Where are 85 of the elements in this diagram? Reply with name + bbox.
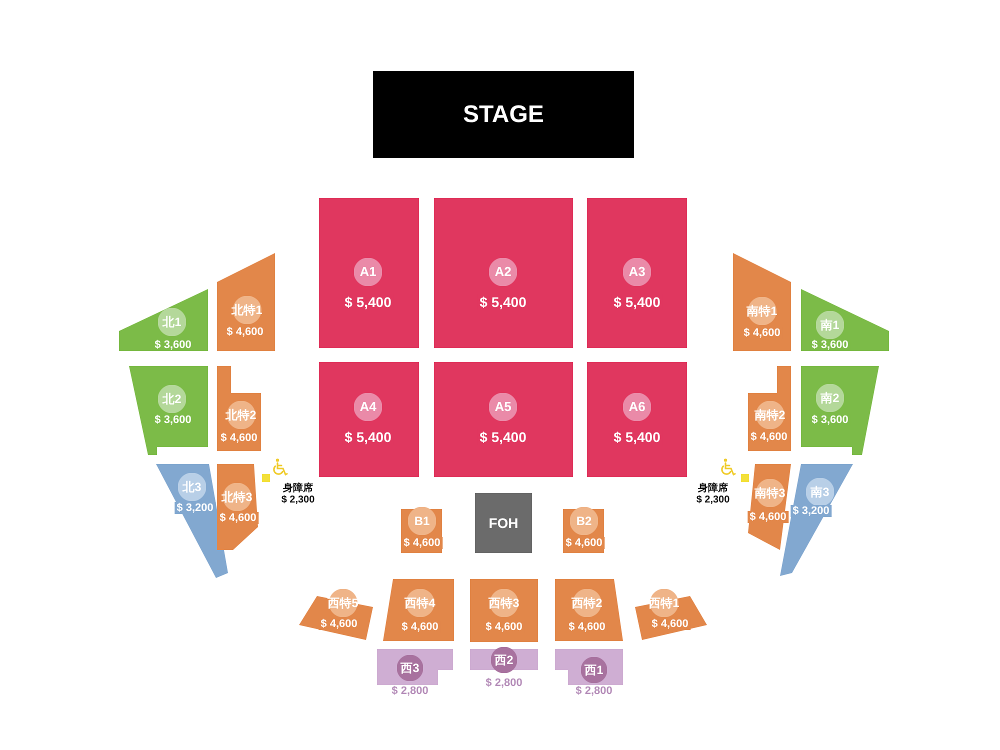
section-label: 西特5	[328, 589, 358, 617]
sound-desk-area	[475, 493, 532, 553]
stage-label: STAGE	[463, 100, 544, 128]
stage-block	[373, 71, 634, 158]
seating-section	[434, 198, 573, 348]
seating-section	[119, 289, 208, 351]
section-label: 南特1	[746, 297, 778, 325]
price-label: $ 4,600	[224, 326, 266, 338]
seating-section	[801, 366, 879, 455]
section-label: 北1	[158, 308, 186, 336]
seating-section	[470, 579, 538, 642]
price-label: $ 4,600	[564, 537, 604, 549]
price-label: $ 3,200	[790, 505, 832, 517]
seating-section	[748, 464, 791, 550]
section-label: 西1	[581, 657, 607, 683]
section-label: 西2	[491, 647, 517, 673]
section-label: 北特2	[226, 401, 256, 429]
price-label: $ 5,400	[478, 429, 528, 445]
section-label: A5	[489, 393, 517, 421]
price-label: $ 2,300	[281, 494, 315, 506]
seating-section	[401, 509, 442, 553]
price-label: $ 4,600	[748, 511, 788, 523]
seating-section	[217, 464, 258, 550]
price-label: $ 5,400	[612, 294, 662, 310]
seat-type-label: 身障席	[283, 481, 313, 495]
section-label: 南特2	[754, 401, 786, 429]
section-label: A1	[354, 258, 382, 286]
price-label: $ 2,300	[696, 494, 730, 506]
section-label: A3	[623, 258, 651, 286]
price-label: $ 4,600	[218, 432, 260, 444]
section-label: B2	[570, 507, 598, 535]
price-label: $ 4,600	[748, 431, 790, 443]
price-label: $ 5,400	[612, 429, 662, 445]
price-label: $ 2,800	[576, 685, 612, 697]
price-label: $ 3,600	[152, 339, 194, 351]
section-label: 西特4	[404, 589, 436, 617]
section-label: A2	[489, 258, 517, 286]
section-label: 北2	[158, 385, 186, 413]
price-label: $ 4,600	[566, 621, 608, 633]
section-label: 南2	[816, 384, 844, 412]
seating-section	[801, 289, 889, 351]
section-label: 北特3	[222, 483, 252, 511]
section-label: 北3	[178, 473, 206, 501]
seating-section	[319, 362, 419, 477]
section-label: 南特3	[754, 479, 786, 507]
price-label: $ 4,600	[742, 327, 782, 339]
section-label: 南1	[816, 311, 844, 339]
seat-type-label: 身障席	[698, 481, 728, 495]
price-label: $ 4,600	[318, 618, 360, 630]
seating-section	[733, 253, 791, 351]
seating-section	[587, 198, 687, 348]
section-label: A4	[354, 393, 382, 421]
price-label: $ 3,200	[174, 502, 216, 514]
seating-section	[434, 362, 573, 477]
seating-section	[319, 198, 419, 348]
price-label: $ 4,600	[650, 618, 690, 630]
seating-section	[217, 253, 275, 351]
price-label: $ 2,800	[392, 685, 428, 697]
foh-label: FOH	[488, 515, 518, 531]
price-label: $ 3,600	[152, 414, 194, 426]
seating-section	[129, 366, 208, 455]
section-label: 北特1	[232, 296, 262, 324]
seating-section	[383, 579, 454, 641]
seating-section	[217, 366, 261, 451]
section-label: 南3	[806, 478, 834, 506]
seating-section	[587, 362, 687, 477]
price-label: $ 4,600	[400, 621, 440, 633]
section-label: A6	[623, 393, 651, 421]
section-label: 西特3	[488, 589, 520, 617]
section-label: B1	[408, 507, 436, 535]
price-label: $ 4,600	[484, 621, 524, 633]
price-label: $ 5,400	[342, 429, 394, 445]
seating-section	[555, 579, 623, 641]
seating-section	[748, 366, 791, 451]
price-label: $ 5,400	[478, 294, 528, 310]
price-label: $ 3,600	[810, 414, 850, 426]
price-label: $ 4,600	[218, 512, 258, 524]
section-label: 西3	[397, 655, 423, 681]
section-label: 西特1	[648, 589, 680, 617]
price-label: $ 5,400	[342, 294, 394, 310]
seating-section	[563, 509, 604, 553]
price-label: $ 2,800	[486, 677, 522, 689]
section-label: 西特2	[572, 589, 602, 617]
price-label: $ 4,600	[402, 537, 442, 549]
price-label: $ 3,600	[810, 339, 850, 351]
